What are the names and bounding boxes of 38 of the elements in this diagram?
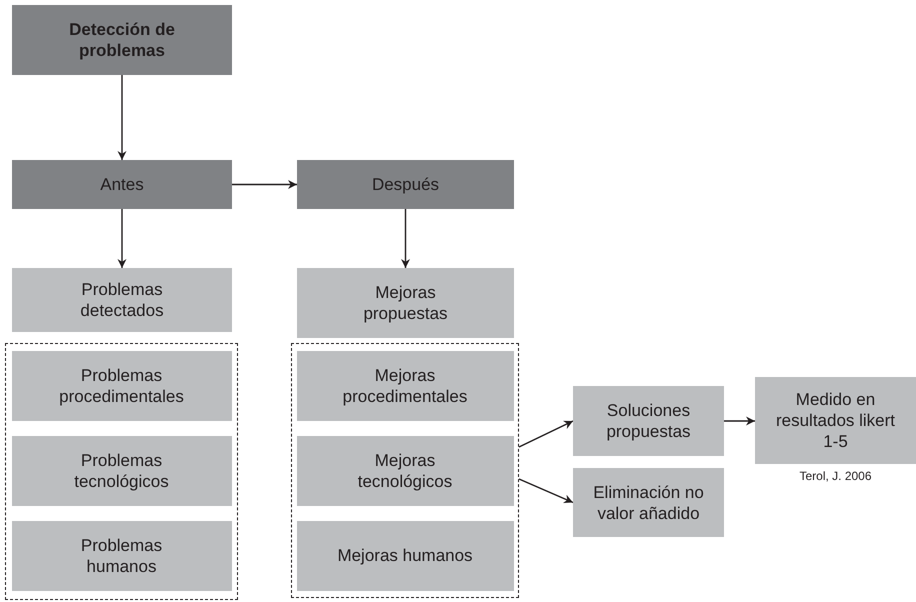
process-box (573, 468, 724, 537)
process-box (12, 436, 232, 506)
box-label: Problemas procedimentales (58, 364, 185, 406)
dashed-group-box (5, 343, 238, 600)
box-label: Mejoras humanos (336, 545, 474, 566)
arrow (232, 180, 297, 189)
arrow (518, 420, 574, 448)
arrow (401, 209, 410, 268)
box-label: Después (370, 174, 440, 195)
process-box (573, 386, 724, 456)
process-box (296, 520, 514, 590)
process-box (296, 350, 514, 420)
box-label: Mejoras procedimentales (342, 364, 468, 406)
box-label: Mejoras propuestas (362, 282, 449, 324)
process-box (755, 377, 916, 464)
box-label: Problemas humanos (80, 534, 164, 576)
box-label: Detección de problemas (68, 19, 176, 61)
arrow (118, 75, 126, 160)
process-box (12, 268, 232, 332)
citation-text: Terol, J. 2006 (798, 469, 873, 483)
process-box (12, 5, 232, 75)
arrow (518, 478, 574, 504)
box-label: Problemas tecnológicos (73, 450, 170, 492)
process-box (297, 160, 514, 209)
box-label: Soluciones propuestas (605, 400, 692, 442)
box-label: Mejoras tecnológicos (356, 450, 454, 492)
box-label: Problemas detectados (79, 279, 165, 321)
box-label: Antes (99, 174, 145, 195)
arrow (724, 416, 755, 426)
process-box (296, 436, 514, 506)
box-label: Medido en resultados likert 1-5 (774, 389, 896, 452)
process-box (12, 160, 232, 209)
process-box (297, 268, 514, 338)
process-box (12, 350, 232, 420)
process-box (12, 520, 232, 590)
box-label: Eliminación no valor añadido (592, 482, 705, 524)
dashed-group-box (291, 343, 519, 598)
arrow (118, 209, 126, 268)
